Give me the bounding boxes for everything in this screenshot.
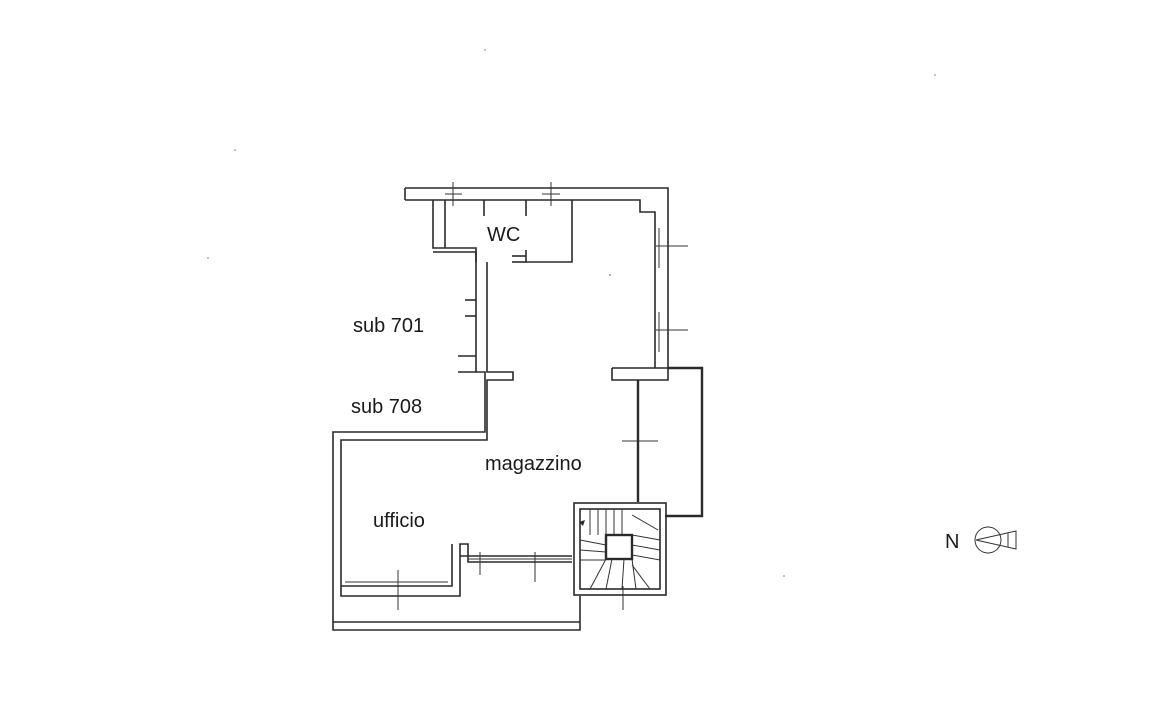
window-marks <box>345 182 688 610</box>
north-label: N <box>945 531 959 553</box>
north-arrow-icon <box>974 526 1017 554</box>
room-label-sub-708: sub 708 <box>351 396 422 418</box>
scan-specks <box>207 49 936 577</box>
room-label-ufficio: ufficio <box>373 510 425 532</box>
room-label-sub-701: sub 701 <box>353 315 424 337</box>
room-label-wc: WC <box>487 224 520 246</box>
room-label-magazzino: magazzino <box>485 453 582 475</box>
staircase-icon <box>573 502 667 596</box>
outer-walls <box>332 187 704 631</box>
